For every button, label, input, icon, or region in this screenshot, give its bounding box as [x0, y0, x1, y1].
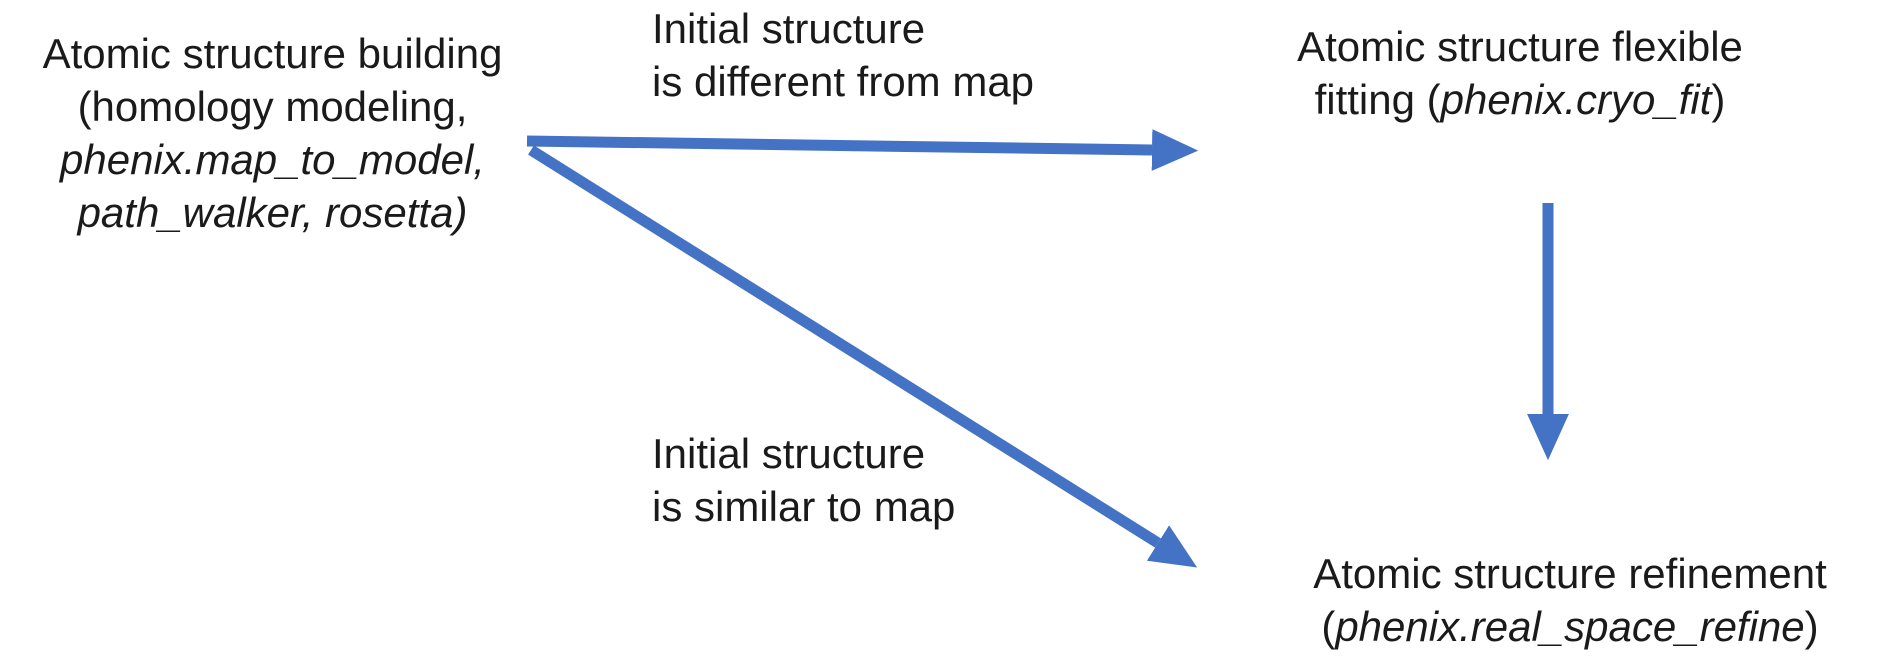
node-fitting-line2: fitting (phenix.cryo_fit) [1260, 73, 1780, 126]
edge-label-different-line1: Initial structure [652, 5, 926, 52]
node-fitting-line2-program: phenix.cryo_fit [1440, 76, 1712, 123]
arrow-building-to-refinement [528, 145, 1198, 568]
node-refinement-line2: (phenix.real_space_refine) [1260, 600, 1880, 653]
node-fitting-line2-suffix: ) [1711, 76, 1726, 123]
node-refinement-line1: Atomic structure refinement [1313, 550, 1827, 597]
node-atomic-structure-flexible-fitting: Atomic structure flexible fitting (pheni… [1260, 20, 1780, 126]
node-fitting-line1: Atomic structure flexible [1297, 23, 1743, 70]
node-building-line2: (homology modeling, [77, 83, 468, 130]
edge-label-similar-to-map: Initial structure is similar to map [652, 427, 955, 533]
node-atomic-structure-building: Atomic structure building (homology mode… [0, 27, 545, 239]
node-fitting-line2-prefix: fitting ( [1314, 76, 1441, 123]
arrow-building-to-fitting [526, 129, 1199, 171]
edge-label-different-line2: is different from map [652, 58, 1035, 105]
edge-label-different-from-map: Initial structure is different from map [652, 2, 1034, 108]
edge-label-similar-line2: is similar to map [652, 483, 956, 530]
node-building-line1: Atomic structure building [42, 30, 503, 77]
node-atomic-structure-refinement: Atomic structure refinement (phenix.real… [1260, 547, 1880, 653]
node-refinement-line2-suffix: ) [1804, 603, 1819, 650]
node-building-line4: path_walker, rosetta) [77, 189, 468, 236]
node-refinement-line2-program: phenix.real_space_refine [1335, 603, 1805, 650]
node-refinement-line2-prefix: ( [1321, 603, 1336, 650]
edge-label-similar-line1: Initial structure [652, 430, 926, 477]
node-building-line3: phenix.map_to_model, [60, 136, 485, 183]
